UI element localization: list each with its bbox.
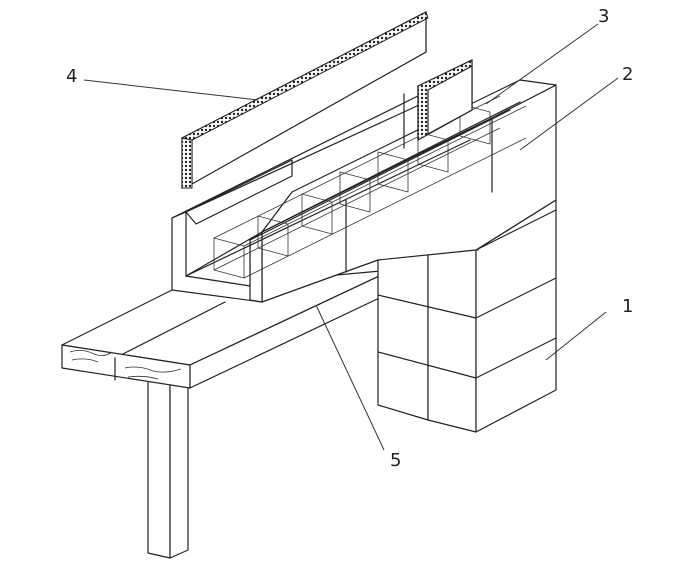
callout-4: 4 xyxy=(66,66,77,87)
insulation-board-inner xyxy=(403,59,473,149)
insulation-board xyxy=(180,11,429,190)
leader-lines xyxy=(83,23,619,451)
support-post xyxy=(147,374,189,559)
callout-5: 5 xyxy=(390,450,401,471)
callout-1: 1 xyxy=(622,296,633,317)
wooden-plank xyxy=(61,269,393,389)
callout-3: 3 xyxy=(598,6,609,27)
callout-2: 2 xyxy=(622,64,633,85)
